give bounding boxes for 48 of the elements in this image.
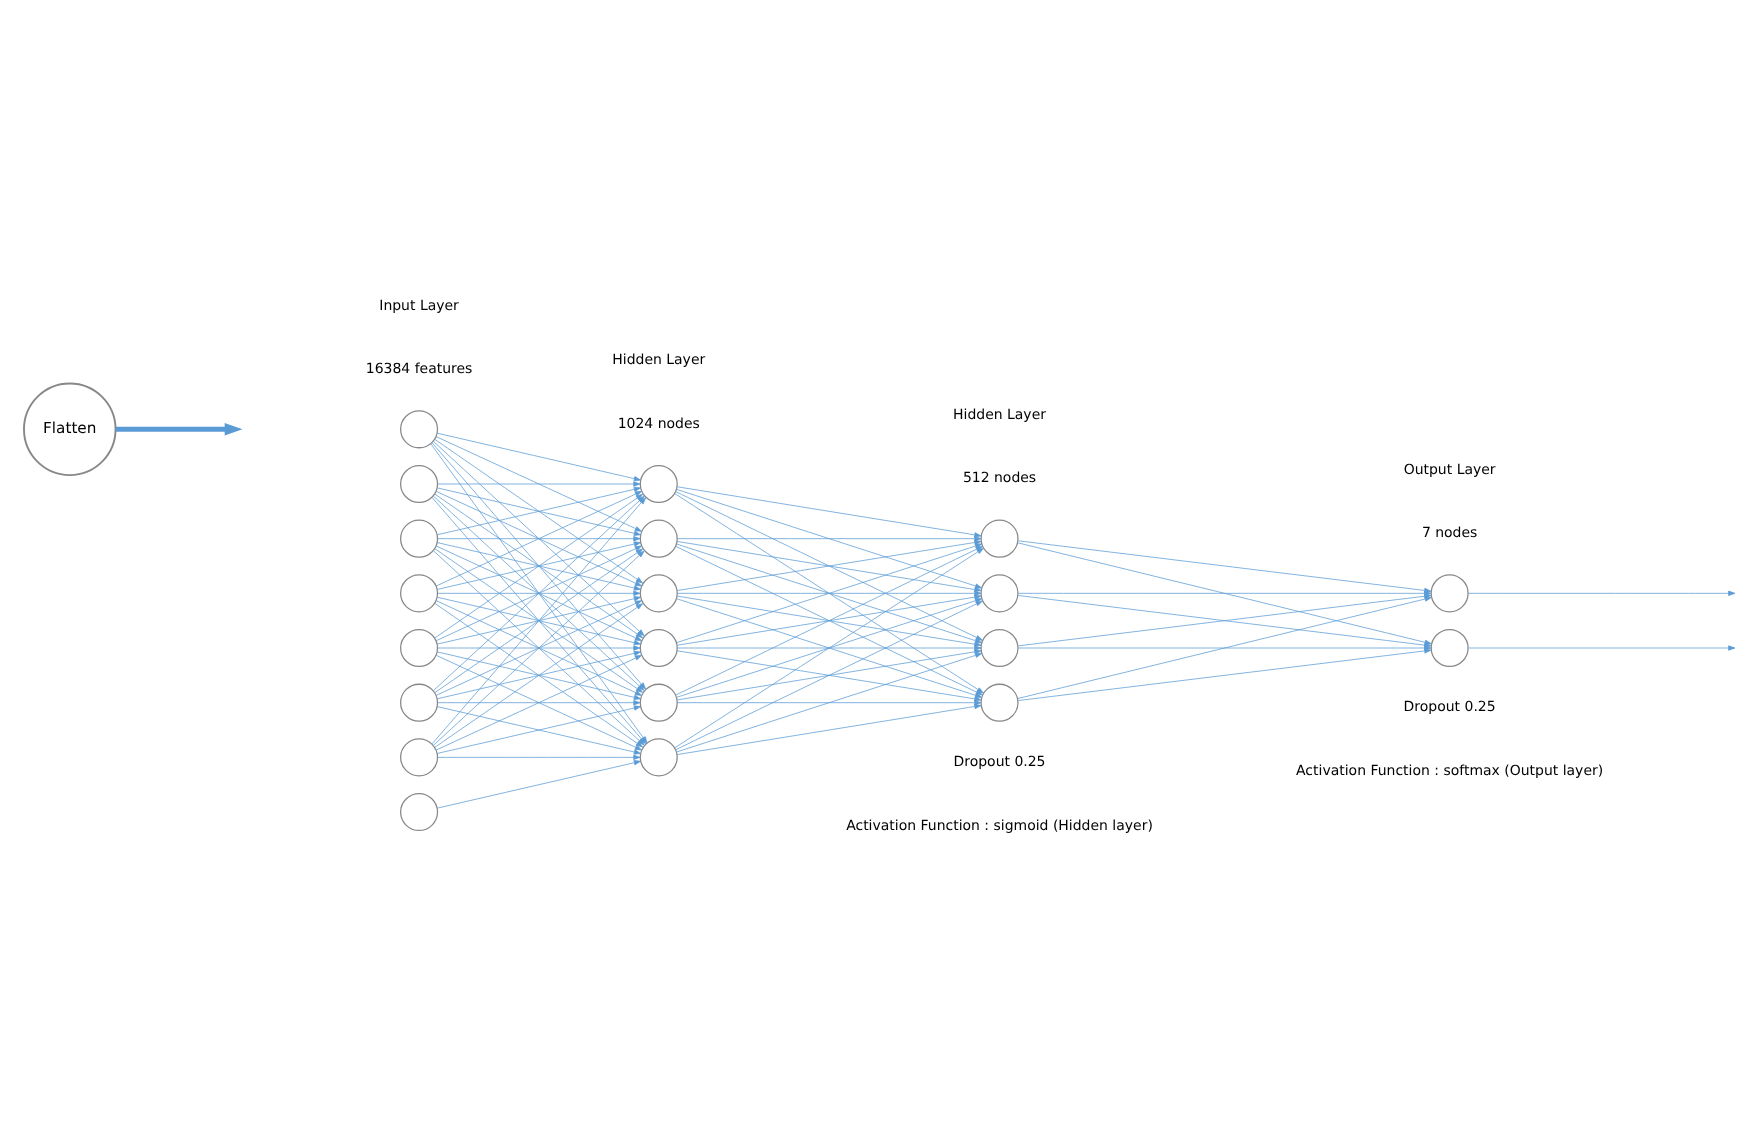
arrow <box>437 536 641 542</box>
arrow <box>676 486 982 538</box>
node-circle <box>1430 574 1469 613</box>
arrow <box>676 598 983 698</box>
arrow <box>437 432 641 482</box>
node-circle <box>980 683 1019 722</box>
arrow <box>437 760 641 809</box>
arrow <box>437 645 641 651</box>
arrow <box>676 645 982 651</box>
node-circle <box>400 464 439 504</box>
arrow <box>431 442 647 690</box>
arrow <box>1017 540 1432 594</box>
arrow <box>434 493 643 639</box>
arrow <box>1017 648 1432 701</box>
node-circle <box>400 628 439 668</box>
arrow <box>1467 590 1736 596</box>
arrow <box>675 600 983 751</box>
node-circle <box>400 683 439 722</box>
node-circle <box>980 519 1019 558</box>
arrow <box>435 490 642 587</box>
node-circle <box>980 574 1019 613</box>
arrow <box>437 700 641 706</box>
arrow <box>115 423 243 436</box>
arrow <box>437 754 641 760</box>
node-circle <box>400 519 439 558</box>
node-circle <box>980 628 1019 668</box>
node-circle <box>400 738 439 777</box>
arrow <box>434 438 643 584</box>
arrow <box>433 441 645 637</box>
arrow <box>676 703 982 755</box>
arrow <box>676 652 983 753</box>
arrow <box>676 590 982 596</box>
arrow <box>437 481 641 487</box>
arrow <box>676 536 982 542</box>
node-circle <box>400 792 439 832</box>
node-circle <box>639 574 678 613</box>
arrow <box>1017 590 1432 596</box>
node-circle <box>400 574 439 613</box>
arrow <box>433 495 645 691</box>
arrow <box>437 590 641 596</box>
arrow <box>435 600 642 696</box>
arrow <box>434 603 643 748</box>
arrow <box>1467 645 1736 651</box>
arrow <box>676 700 982 706</box>
arrow <box>435 436 642 532</box>
arrow <box>435 545 642 642</box>
node-circle <box>400 410 439 449</box>
node-circle <box>1430 628 1469 668</box>
